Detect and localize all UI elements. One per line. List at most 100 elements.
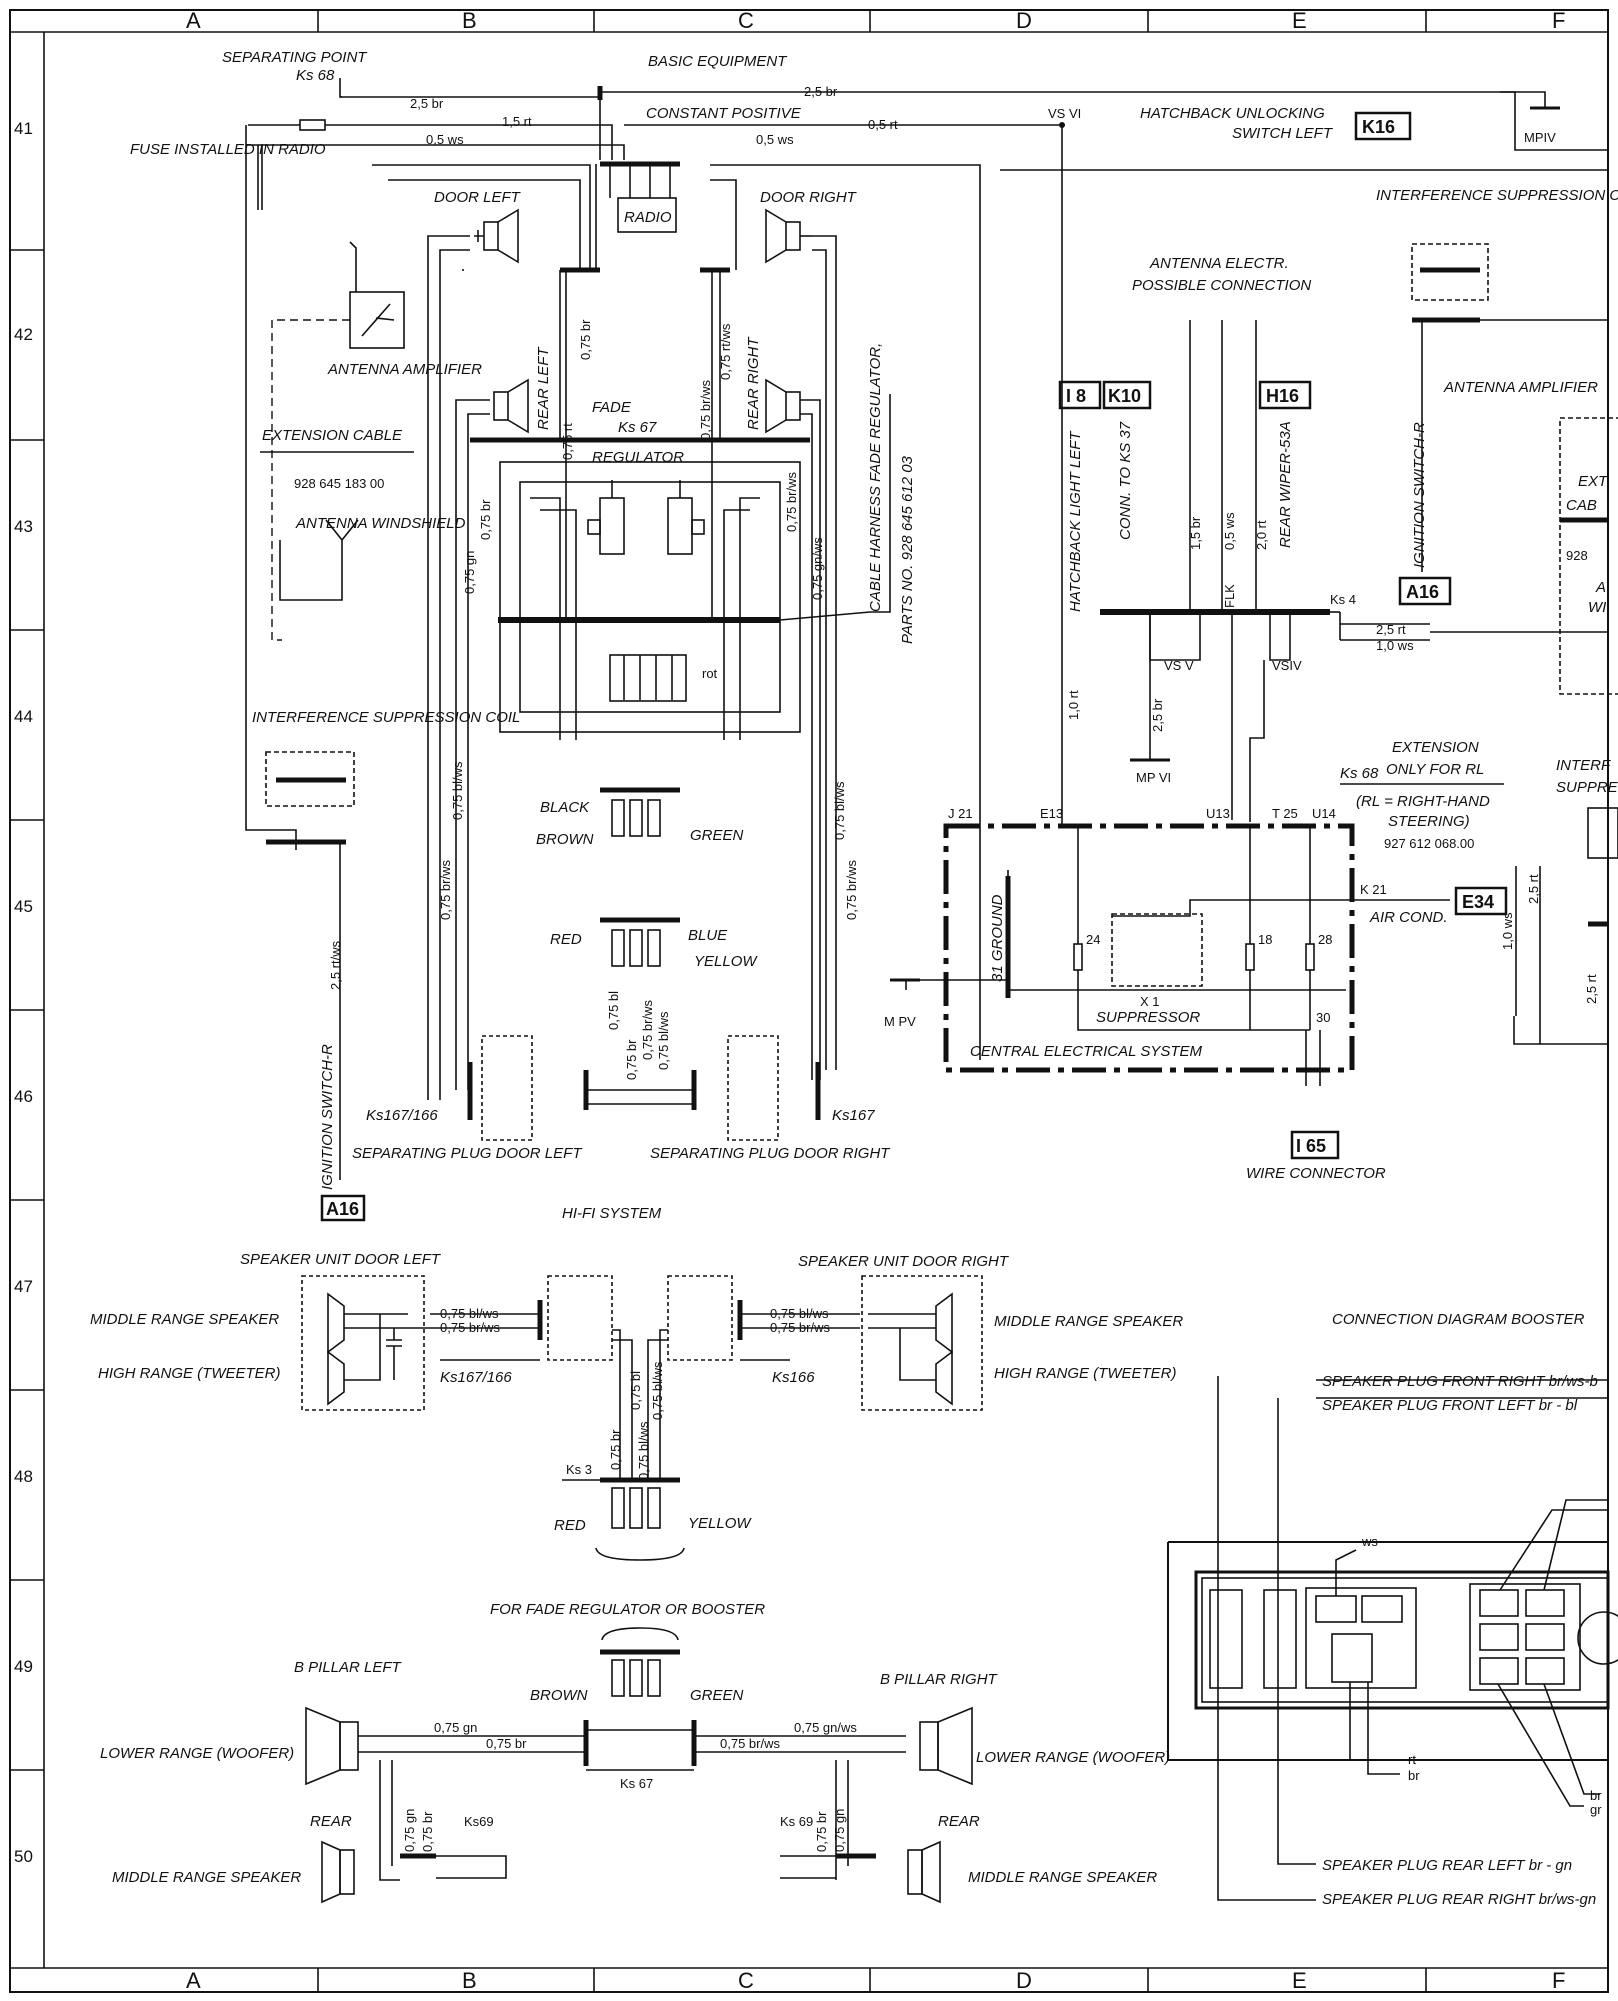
radio-label: RADIO (624, 209, 672, 226)
pin28-label: 28 (1318, 932, 1332, 947)
col-label-b-bottom: B (462, 1968, 477, 1993)
bp-wire-075gn-v2-label: 0,75 gn (832, 1809, 847, 1852)
air-cond-label: AIR COND. (1369, 909, 1448, 926)
k16-label: K16 (1362, 117, 1395, 137)
wire-connector-label: WIRE CONNECTOR (1246, 1165, 1386, 1182)
row-label-46: 46 (14, 1087, 33, 1106)
row-label-44: 44 (14, 707, 33, 726)
ignition-switch-right-label: IGNITION SWITCH-R (1411, 422, 1428, 568)
hifi-wire-075blws-v2-label: 0,75 bl/ws (636, 1421, 651, 1480)
row-label-42: 42 (14, 325, 33, 344)
b-pillar-left-label: B PILLAR LEFT (294, 1659, 403, 1676)
b-pillar-wiring (305, 1627, 973, 1904)
h16-label: H16 (1266, 386, 1299, 406)
interf-trunc-label: INTERF (1556, 757, 1611, 774)
bp-wire-075brws-label: 0,75 br/ws (720, 1736, 780, 1751)
interference-coil-left (265, 751, 355, 1180)
hifi-ks166-label: Ks166 (772, 1369, 815, 1386)
rear-left-label: REAR LEFT (535, 346, 552, 430)
antenna-electr-wires (1189, 320, 1257, 612)
hifi-wire-075blws-left: 0,75 bl/ws (440, 1306, 499, 1321)
bp-wire-075br-v-label: 0,75 br (420, 1811, 435, 1852)
vsvi-label: VS VI (1048, 106, 1081, 121)
wire-075blws-mid-label: 0,75 bl/ws (656, 1011, 671, 1070)
k21-label: K 21 (1360, 882, 1387, 897)
extension-label: EXTENSION (1392, 739, 1479, 756)
wire-075bl-label: 0,75 bl (606, 991, 621, 1030)
wire-05ws-label: 0,5 ws (426, 132, 464, 147)
speaker-unit-right-label: SPEAKER UNIT DOOR RIGHT (798, 1253, 1010, 1270)
wire-075blws-right-label: 0,75 bl/ws (832, 781, 847, 840)
mpiv-label: MPIV (1524, 130, 1556, 145)
speaker-unit-left (301, 1275, 540, 1411)
door-right-label: DOOR RIGHT (760, 189, 858, 206)
radio-harness-wires (427, 235, 891, 1100)
sep-plug-left-label: SEPARATING PLUG DOOR LEFT (352, 1145, 583, 1162)
a16-right-box (1398, 576, 1452, 606)
antenna-windshield-label: ANTENNA WINDSHIELD (295, 515, 466, 532)
conn-ks37-label: CONN. TO KS 37 (1117, 421, 1134, 540)
row-label-43: 43 (14, 517, 33, 536)
ks167-166-label: Ks167/166 (366, 1107, 438, 1124)
ks68-label: Ks 68 (296, 67, 335, 84)
wire-075br-mid-label: 0,75 br (624, 1039, 639, 1080)
middle-range-rear-right-label: MIDDLE RANGE SPEAKER (968, 1869, 1157, 1886)
bp-wire-075br-label: 0,75 br (486, 1736, 527, 1751)
wire-075rtws-label: 0,75 rt/ws (718, 323, 733, 380)
wire-05ws-right-label: 0,5 ws (756, 132, 794, 147)
ks69-left-label: Ks69 (464, 1814, 494, 1829)
lower-range-right-label: LOWER RANGE (WOOFER) (976, 1749, 1170, 1766)
hifi-wire-075blws-right: 0,75 bl/ws (770, 1306, 829, 1321)
extension-cable-label: EXTENSION CABLE (262, 427, 403, 444)
constant-positive-label: CONSTANT POSITIVE (646, 105, 802, 122)
ignition-switch-left-label: IGNITION SWITCH-R (319, 1044, 336, 1190)
red-label: RED (550, 931, 582, 948)
i65-box (1290, 1130, 1340, 1160)
b-pillar-green-label: GREEN (690, 1687, 744, 1704)
basic-equipment-label: BASIC EQUIPMENT (648, 53, 788, 70)
wire-075brws-right2-label: 0,75 br/ws (844, 860, 859, 920)
ground-label: 31 GROUND (989, 894, 1006, 982)
fuse-installed-label: FUSE INSTALLED IN RADIO (130, 141, 326, 158)
fade-label: FADE (592, 399, 632, 416)
wire-25rt-label: 2,5 rt (1376, 622, 1406, 637)
vsiv-label: VSIV (1272, 658, 1302, 673)
rl-part-no-label: 927 612 068.00 (1384, 836, 1474, 851)
row-label-49: 49 (14, 1657, 33, 1676)
rear-left-hifi-label: REAR (310, 1813, 352, 1830)
vsv-label: VS V (1164, 658, 1194, 673)
front-right-plug-label: SPEAKER PLUG FRONT RIGHT br/ws-b (1322, 1373, 1598, 1390)
middle-range-left-label: MIDDLE RANGE SPEAKER (90, 1311, 279, 1328)
antenna-part-no-label: 928 645 183 00 (294, 476, 384, 491)
interference-coil-left-label: INTERFERENCE SUPPRESSION COIL (252, 709, 520, 726)
row-label-41: 41 (14, 119, 33, 138)
separating-point-label: SEPARATING POINT (222, 49, 368, 66)
col-label-c-bottom: C (738, 1968, 754, 1993)
hifi-ks3-label: Ks 3 (566, 1462, 592, 1477)
u13-label: U13 (1206, 806, 1230, 821)
wire-15br-label: 1,5 br (1188, 516, 1203, 550)
pin24-label: 24 (1086, 932, 1100, 947)
wire-075brws-radio-label: 0,75 br/ws (698, 380, 713, 440)
antenna-amplifier-right-label: ANTENNA AMPLIFIER (1443, 379, 1598, 396)
col-label-e-top: E (1292, 8, 1307, 33)
hifi-wire-075brws-left: 0,75 br/ws (440, 1320, 500, 1335)
hifi-wire-075brws-right: 0,75 br/ws (770, 1320, 830, 1335)
col-label-a-bottom: A (186, 1968, 201, 1993)
speaker-door-left-icon (474, 208, 519, 264)
ks68-right-label: Ks 68 (1340, 765, 1379, 782)
brown-label: BROWN (536, 831, 594, 848)
ks4-bus (1100, 609, 1608, 822)
row-label-48: 48 (14, 1467, 33, 1486)
wire-25br-label: 2,5 br (410, 96, 444, 111)
j21-label: J 21 (948, 806, 973, 821)
high-range-right-label: HIGH RANGE (TWEETER) (994, 1365, 1177, 1382)
wire-075gn-label: 0,75 gn (462, 551, 477, 594)
regulator-label: REGULATOR (592, 449, 684, 466)
antenna-amplifier-label: ANTENNA AMPLIFIER (327, 361, 482, 378)
a-trunc-label: A (1595, 579, 1606, 596)
blue-label: BLUE (688, 927, 728, 944)
hifi-wire-075bl-label: 0,75 bl (628, 1371, 643, 1410)
booster-title: CONNECTION DIAGRAM BOOSTER (1332, 1311, 1585, 1328)
col-label-c-top: C (738, 8, 754, 33)
